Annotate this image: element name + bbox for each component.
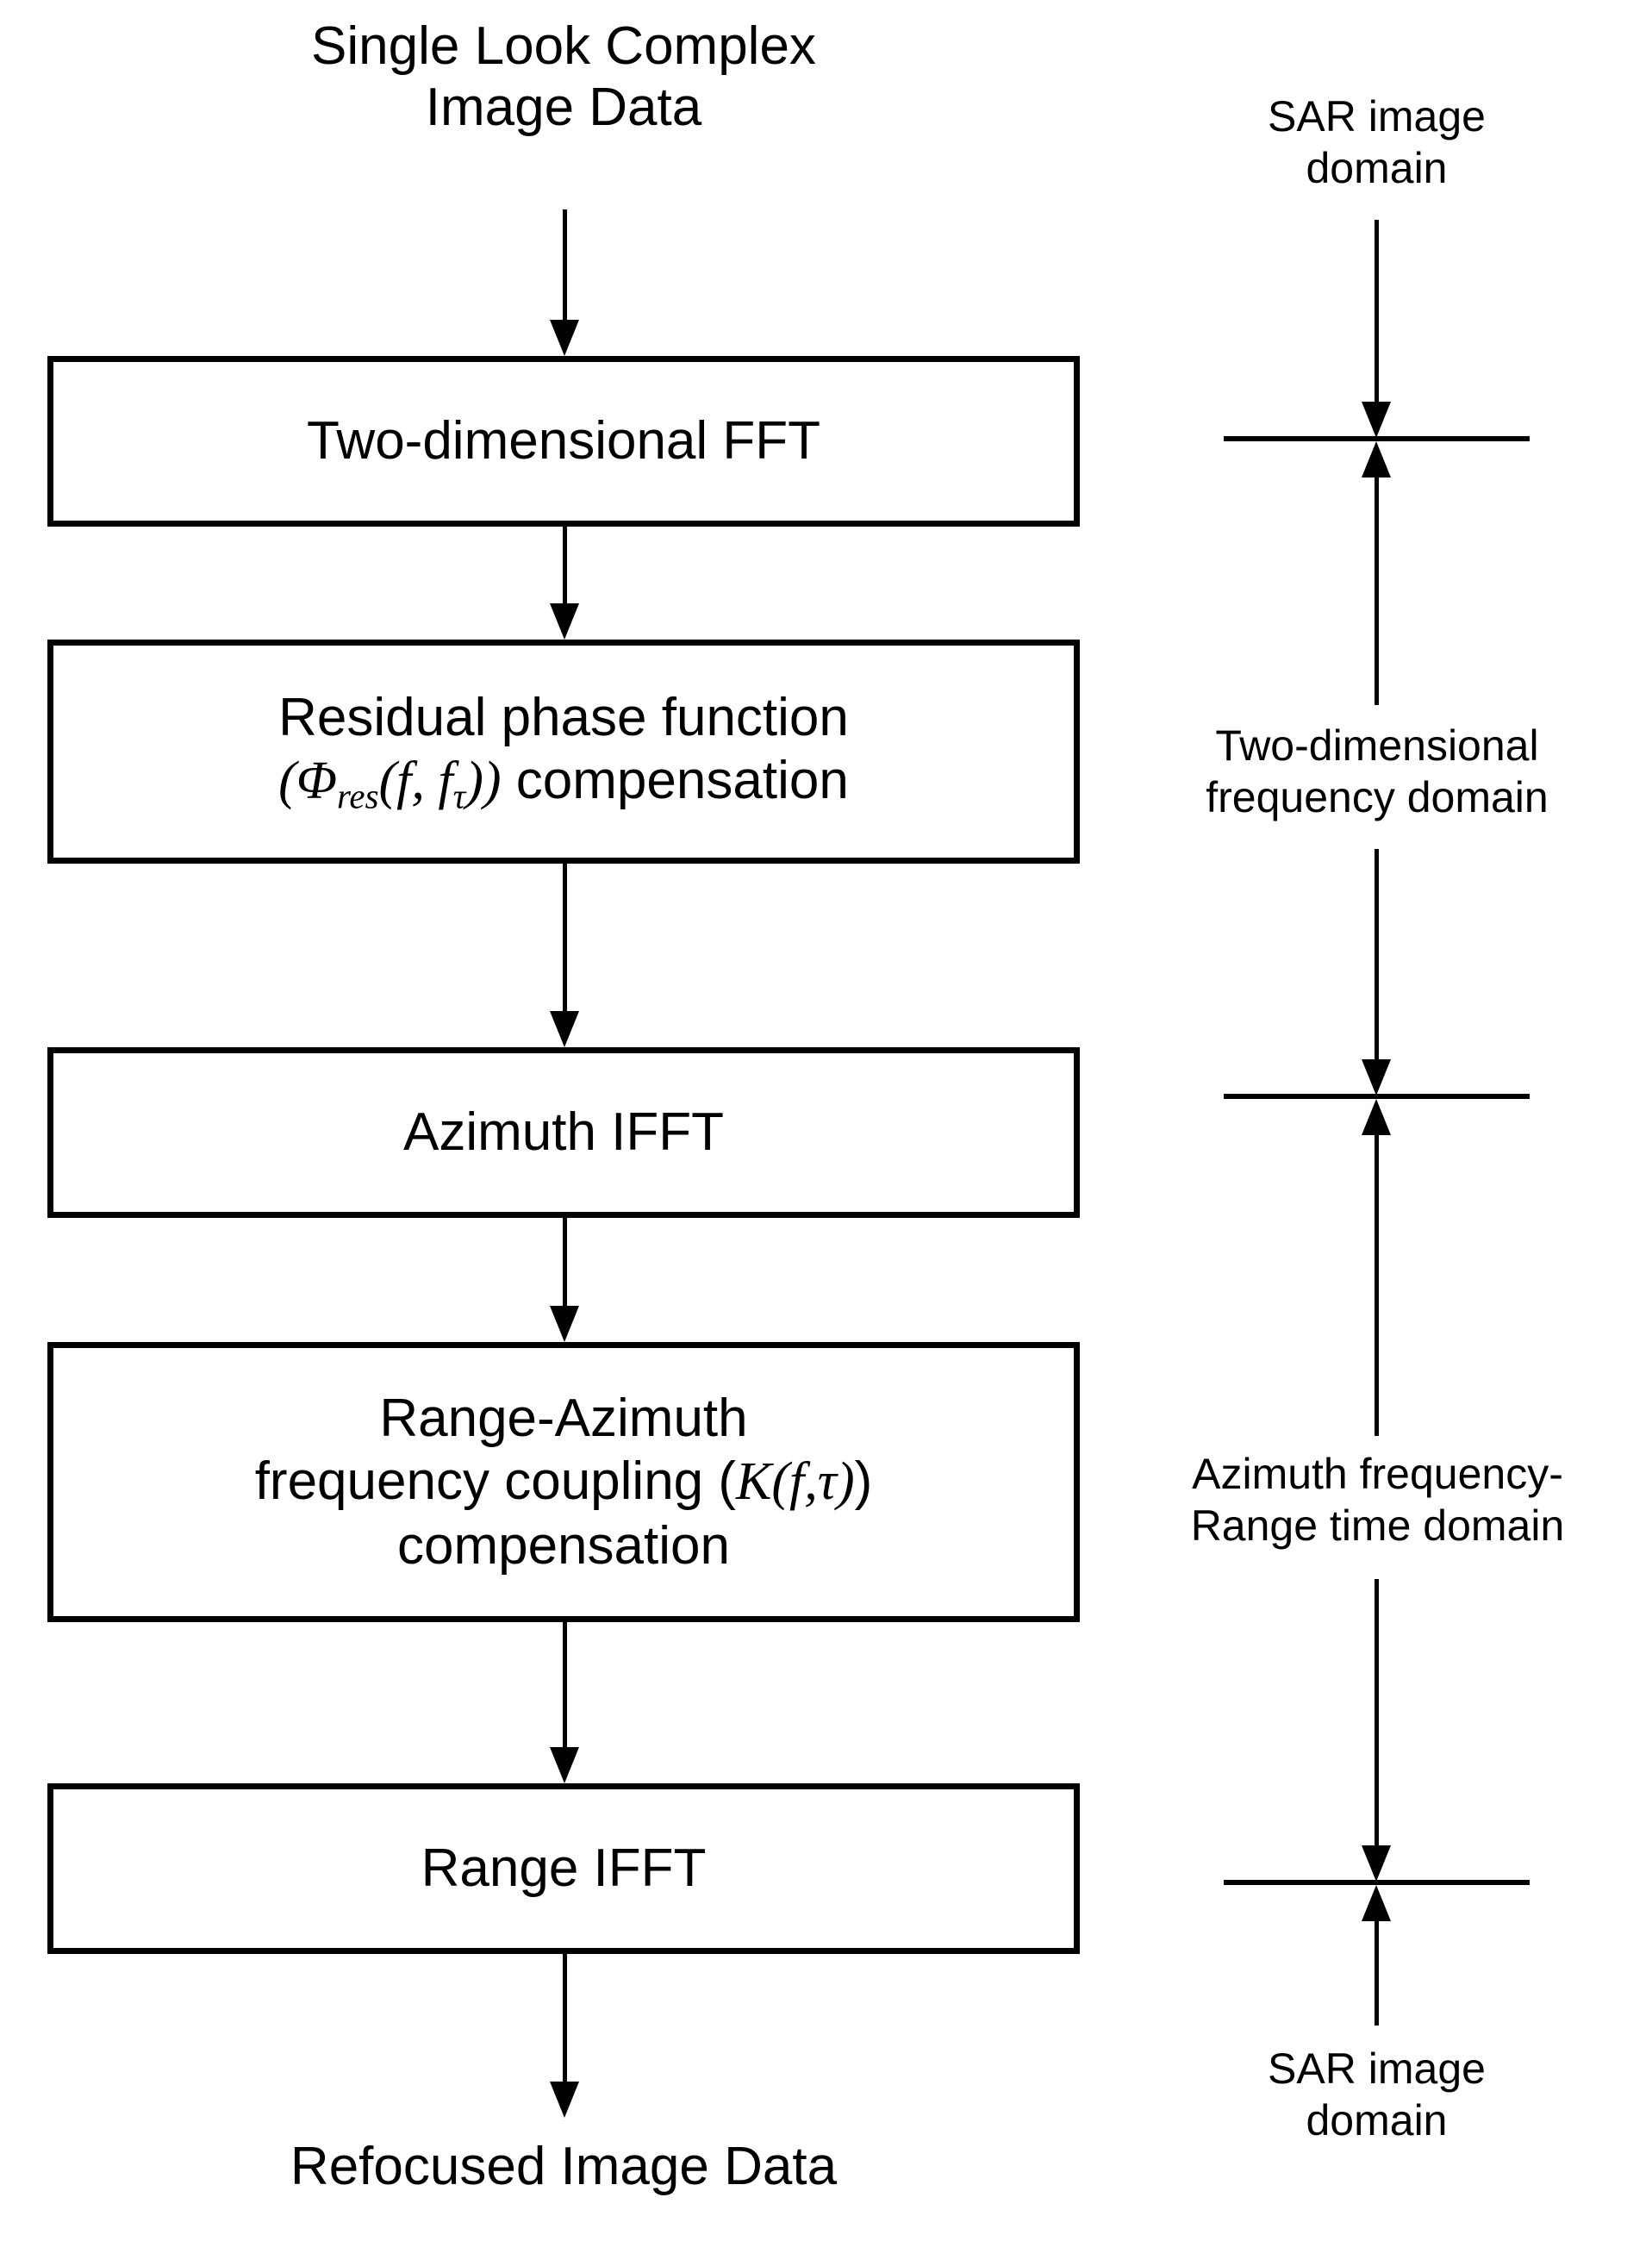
coupling-line2-head: frequency coupling ( xyxy=(254,1451,737,1512)
domain-arrowhead-up-3 xyxy=(1362,1885,1391,1921)
domain-connector-line-6 xyxy=(1375,1920,1379,2026)
residual-phase-line1: Residual phase function xyxy=(278,687,849,747)
coupling-formula: K(f,τ) xyxy=(736,1452,855,1512)
domain-arrowhead-up-2 xyxy=(1362,1099,1391,1135)
residual-phase-formula: (Φres(f, fτ)) xyxy=(278,751,502,816)
domain-connector-line-2 xyxy=(1375,477,1379,705)
domain-arrowhead-down-3 xyxy=(1362,1845,1391,1882)
residual-phase-line2-tail: compensation xyxy=(501,750,849,810)
process-box-label: Range IFFT xyxy=(421,1838,707,1899)
domain-label-two-dimensional-frequency-domain: Two-dimensional frequency domain xyxy=(1206,721,1549,821)
process-box-residual-phase-compensation[interactable]: Residual phase function (Φres(f, fτ)) co… xyxy=(47,640,1080,864)
process-box-label: Range-Azimuth frequency coupling (K(f,τ)… xyxy=(243,1387,885,1576)
domain-divider-3 xyxy=(1224,1880,1530,1885)
process-box-label: Azimuth IFFT xyxy=(402,1102,725,1163)
process-box-range-azimuth-coupling-compensation[interactable]: Range-Azimuth frequency coupling (K(f,τ)… xyxy=(47,1342,1080,1622)
domain-connector-line-3 xyxy=(1375,849,1379,1060)
domain-divider-2 xyxy=(1224,1094,1530,1099)
coupling-line2-close: ) xyxy=(854,1451,873,1512)
end-node-label: Refocused Image Data xyxy=(290,2137,838,2196)
domain-connector-line-5 xyxy=(1375,1579,1379,1846)
coupling-line3: compensation xyxy=(396,1515,730,1576)
process-box-label: Residual phase function (Φres(f, fτ)) co… xyxy=(266,686,861,818)
process-box-label: Two-dimensional FFT xyxy=(306,411,821,471)
domain-arrowhead-down-2 xyxy=(1362,1059,1391,1096)
process-box-azimuth-ifft[interactable]: Azimuth IFFT xyxy=(47,1047,1080,1218)
domain-arrowhead-up-1 xyxy=(1362,441,1391,478)
process-box-range-ifft[interactable]: Range IFFT xyxy=(47,1783,1080,1954)
domain-connector-line-1 xyxy=(1375,220,1379,403)
domain-connector-line-4 xyxy=(1375,1134,1379,1436)
start-node-label: Single Look Complex Image Data xyxy=(311,16,816,138)
domain-arrowhead-down-1 xyxy=(1362,402,1391,438)
domain-label-sar-image-domain-bottom: SAR image domain xyxy=(1268,2044,1486,2144)
process-box-two-dimensional-fft[interactable]: Two-dimensional FFT xyxy=(47,356,1080,527)
coupling-line1: Range-Azimuth xyxy=(379,1389,748,1449)
domain-label-sar-image-domain-top: SAR image domain xyxy=(1268,92,1486,192)
domain-divider-1 xyxy=(1224,436,1530,441)
domain-label-azimuth-frequency-range-time-domain: Azimuth frequency- Range time domain xyxy=(1190,1450,1565,1550)
